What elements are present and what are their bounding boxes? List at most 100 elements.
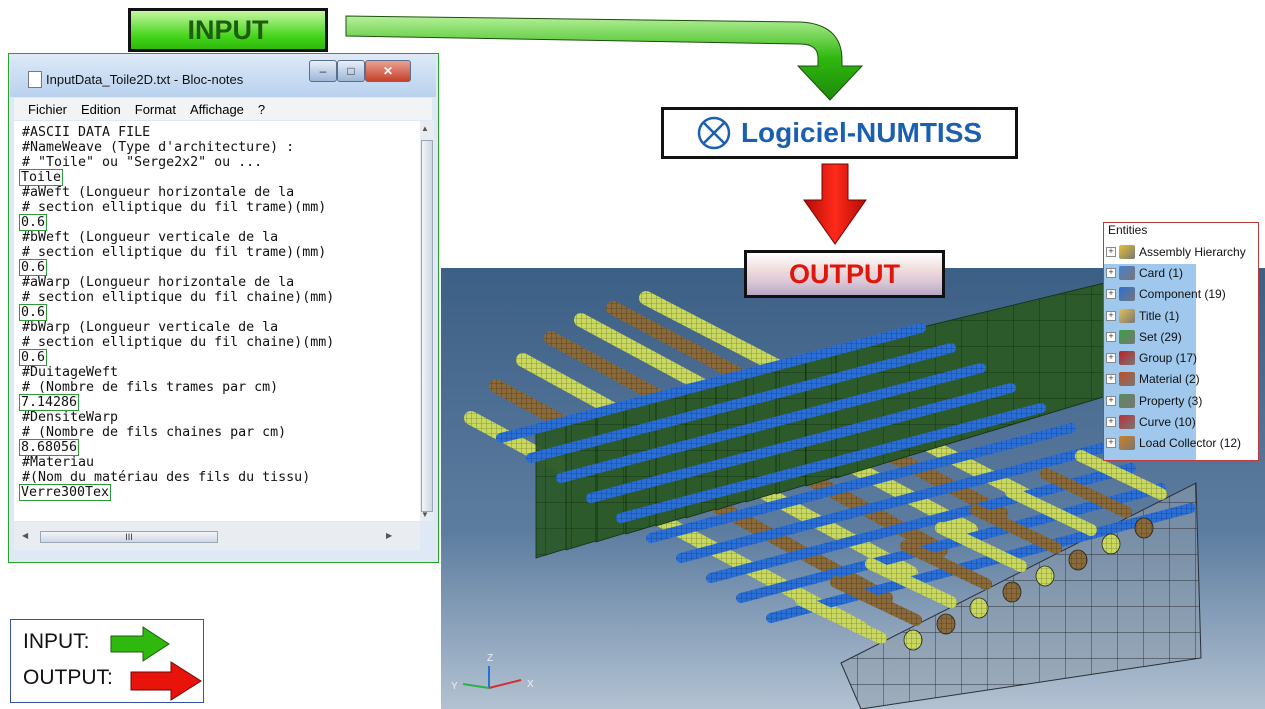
property-icon [1119, 393, 1135, 408]
axis-x-label: X [527, 679, 534, 690]
line-text: #NameWeave (Type d'architecture) : [22, 140, 295, 155]
parameter-value: 0.6 [19, 304, 48, 321]
minimize-button[interactable]: ‒ [309, 60, 337, 82]
entities-title: Entities [1108, 223, 1148, 237]
line-text: # "Toile" ou "Serge2x2" ou ... [22, 155, 263, 170]
entity-label: Title (1) [1139, 308, 1180, 323]
parameter-value-line: Verre300Tex [19, 484, 112, 501]
title-icon [1119, 308, 1135, 323]
notepad-title: InputData_Toile2D.txt - Bloc-notes [46, 72, 244, 87]
assembly-icon [1119, 244, 1135, 259]
expand-icon[interactable]: + [1106, 267, 1116, 278]
yarn-cross-section [1134, 517, 1154, 539]
yarn-cross-section [1101, 533, 1121, 555]
weft-yarn-end [900, 540, 992, 590]
parameter-value: 8.68056 [19, 439, 80, 456]
curve-icon [1119, 415, 1135, 430]
line-text: #bWeft (Longueur verticale de la [22, 230, 279, 245]
menu-help[interactable]: ? [257, 101, 266, 117]
entity-row[interactable]: +Set (29) [1104, 326, 1258, 347]
line-text: # section elliptique du fil trame)(mm) [22, 200, 327, 215]
entity-row[interactable]: +Property (3) [1104, 390, 1258, 411]
expand-icon[interactable]: + [1106, 395, 1116, 406]
expand-icon[interactable]: + [1106, 438, 1116, 449]
expand-icon[interactable]: + [1106, 331, 1116, 342]
parameter-value-line: 0.6 [19, 304, 48, 321]
warp-yarn [676, 443, 1106, 563]
comment-line: #DensiteWarp [22, 410, 118, 425]
expand-icon[interactable]: + [1106, 353, 1116, 364]
line-text: #DuitageWeft [22, 365, 119, 380]
expand-icon[interactable]: + [1106, 289, 1116, 300]
parameter-value-line: 0.6 [19, 214, 48, 231]
notepad-icon [28, 71, 42, 88]
scroll-grip: III [125, 532, 133, 542]
maximize-button[interactable]: □ [337, 60, 365, 82]
horizontal-scroll-thumb[interactable]: III [40, 531, 218, 543]
group-icon [1119, 351, 1135, 366]
line-text: # section elliptique du fil chaine)(mm) [22, 335, 335, 350]
software-box: Logiciel-NUMTISS [661, 107, 1018, 159]
entity-label: Group (17) [1139, 351, 1198, 366]
legend-input-arrow [110, 626, 170, 662]
line-text: # (Nombre de fils trames par cm) [22, 380, 279, 395]
software-label: Logiciel-NUMTISS [740, 117, 983, 148]
parameter-value-line: 8.68056 [19, 439, 80, 456]
entity-row[interactable]: + Title (1) [1104, 305, 1258, 326]
comment-line: # "Toile" ou "Serge2x2" ou ... [22, 155, 262, 170]
entity-row[interactable]: +Component (19) [1104, 284, 1258, 305]
line-text: #DensiteWarp [22, 410, 119, 425]
parameter-value: 0.6 [19, 259, 48, 276]
comment-line: # section elliptique du fil trame)(mm) [22, 245, 326, 260]
comment-line: #NameWeave (Type d'architecture) : [22, 140, 294, 155]
yarn-cross-section [1002, 581, 1022, 603]
output-title-box: OUTPUT [744, 250, 945, 298]
menu-format[interactable]: Format [134, 101, 176, 117]
menu-fichier[interactable]: Fichier [28, 101, 68, 117]
entity-row[interactable]: +Card (1) [1104, 262, 1258, 283]
line-text: # (Nombre de fils chaines par cm) [22, 425, 287, 440]
entity-row[interactable]: +Material (2) [1104, 369, 1258, 390]
scroll-up-icon[interactable]: ▲ [421, 124, 429, 133]
expand-icon[interactable]: + [1106, 246, 1116, 257]
entity-row[interactable]: +Assembly Hierarchy [1104, 241, 1258, 262]
expand-icon[interactable]: + [1106, 417, 1116, 428]
scroll-left-icon[interactable]: ◀ [22, 531, 29, 540]
parameter-value: 0.6 [19, 214, 48, 231]
yarn-cross-section [1035, 565, 1055, 587]
entity-row[interactable]: +Load Collector (12) [1104, 433, 1258, 454]
comment-line: # section elliptique du fil chaine)(mm) [22, 335, 334, 350]
parameter-value: 0.6 [19, 349, 48, 366]
line-text: #Materiau [22, 455, 95, 470]
weft-yarn-end [1040, 468, 1132, 518]
comment-line: #bWeft (Longueur verticale de la [22, 230, 278, 245]
menu-edition[interactable]: Edition [81, 101, 121, 117]
set-icon [1119, 329, 1135, 344]
line-text: #ASCII DATA FILE [22, 125, 151, 140]
expand-icon[interactable]: + [1106, 374, 1116, 385]
expand-icon[interactable]: + [1106, 310, 1116, 321]
card-icon [1119, 265, 1135, 280]
weft-yarn-end [830, 576, 922, 626]
comment-line: # section elliptique du fil chaine)(mm) [22, 290, 334, 305]
input-title: INPUT [187, 14, 269, 45]
comment-line: #ASCII DATA FILE [22, 125, 150, 140]
axis-z-label: Z [487, 653, 493, 664]
output-flow-arrow [803, 163, 867, 245]
scroll-right-icon[interactable]: ▶ [386, 531, 393, 540]
comment-line: #(Nom du matériau des fils du tissu) [22, 470, 310, 485]
load-collector-icon [1119, 436, 1135, 451]
close-button[interactable]: ✕ [365, 60, 411, 82]
entity-row[interactable]: +Curve (10) [1104, 411, 1258, 432]
warp-yarn [526, 343, 956, 463]
woven-fabric-model[interactable]: Z X Y [441, 268, 1265, 709]
input-title-box: INPUT [128, 8, 328, 52]
notepad-text-area[interactable]: #ASCII DATA FILE#NameWeave (Type d'archi… [14, 121, 420, 521]
vertical-scroll-thumb[interactable] [421, 140, 433, 512]
scroll-down-icon[interactable]: ▼ [421, 510, 429, 519]
menu-affichage[interactable]: Affichage [189, 101, 244, 117]
weft-yarn-end [935, 522, 1027, 572]
comment-line: #bWarp (Longueur verticale de la [22, 320, 278, 335]
entity-row[interactable]: + Group (17) [1104, 347, 1258, 368]
